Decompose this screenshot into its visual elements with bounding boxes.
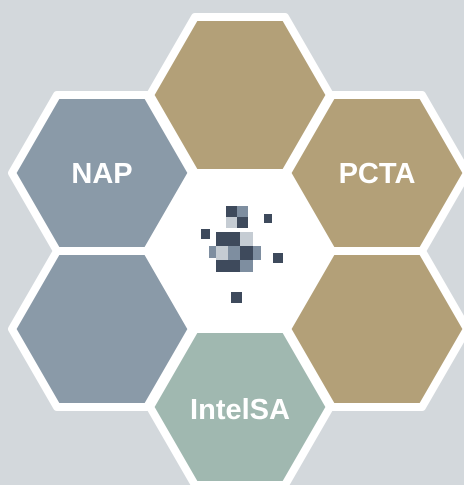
- fragmented-person-icon: [201, 206, 283, 303]
- hexagon-label-bottom: IntelSA: [190, 394, 290, 426]
- hexagon-label-upper-right: PCTA: [339, 158, 416, 190]
- hexagon-label-upper-left: NAP: [71, 158, 132, 190]
